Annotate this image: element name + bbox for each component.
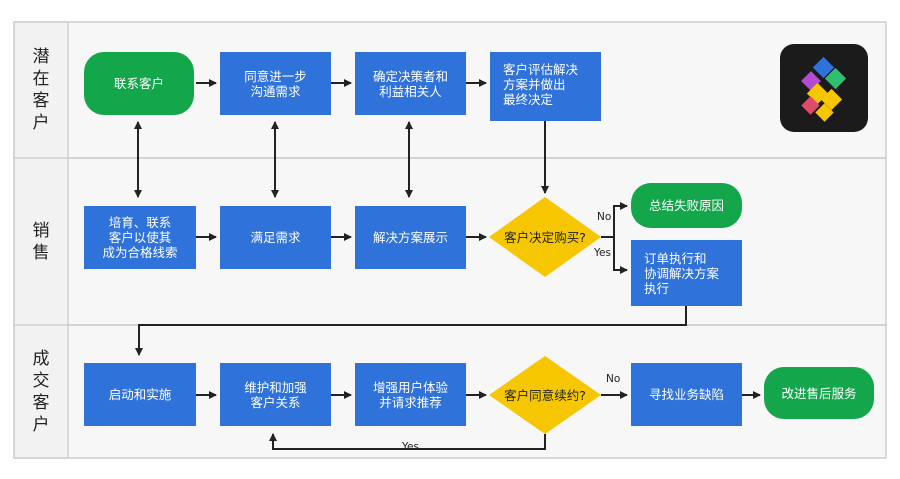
node-nurture: 培育、联系客户以使其成为合格线索 xyxy=(84,206,196,269)
node-find-gaps: 寻找业务缺陷 xyxy=(631,363,742,426)
decision-text-renew: 客户同意续约? xyxy=(504,387,586,403)
node-execute: 订单执行和协调解决方案执行 xyxy=(631,240,742,306)
node-communicate: 同意进一步沟通需求 xyxy=(220,52,331,115)
decision-diamond-renew xyxy=(489,356,601,434)
label-no-renew: No xyxy=(606,373,621,385)
node-evaluate: 客户评估解决方案并做出最终决定 xyxy=(490,52,601,121)
label-no-buy: No xyxy=(597,211,612,223)
arrow-decide-no xyxy=(601,202,628,238)
node-decision-makers: 确定决策者和利益相关人 xyxy=(355,52,466,115)
arrow-decide-yes xyxy=(613,237,628,274)
node-improve: 改进售后服务 xyxy=(764,367,874,419)
lane-label-converted: 成交客户 xyxy=(32,348,50,435)
app-logo-icon xyxy=(780,44,868,132)
node-meet-needs: 满足需求 xyxy=(220,206,331,269)
arrow-renew-yes xyxy=(269,433,546,450)
label-yes-renew: Yes xyxy=(402,441,419,453)
lane-header-column xyxy=(13,21,69,459)
arrow-execute-launch xyxy=(135,306,687,356)
node-maintain: 维护和加强客户关系 xyxy=(220,363,331,426)
lane-label-potential: 潜在客户 xyxy=(32,47,50,133)
node-contact: 联系客户 xyxy=(84,52,194,115)
node-loss-reasons: 总结失败原因 xyxy=(631,183,742,228)
label-yes-buy: Yes xyxy=(594,247,611,259)
node-demo: 解决方案展示 xyxy=(355,206,466,269)
node-enhance: 增强用户体验并请求推荐 xyxy=(355,363,466,426)
node-launch: 启动和实施 xyxy=(84,363,196,426)
decision-diamond-buy xyxy=(489,197,601,277)
decision-text-buy: 客户决定购买? xyxy=(504,229,586,245)
lane-label-sales: 销售 xyxy=(32,220,50,263)
